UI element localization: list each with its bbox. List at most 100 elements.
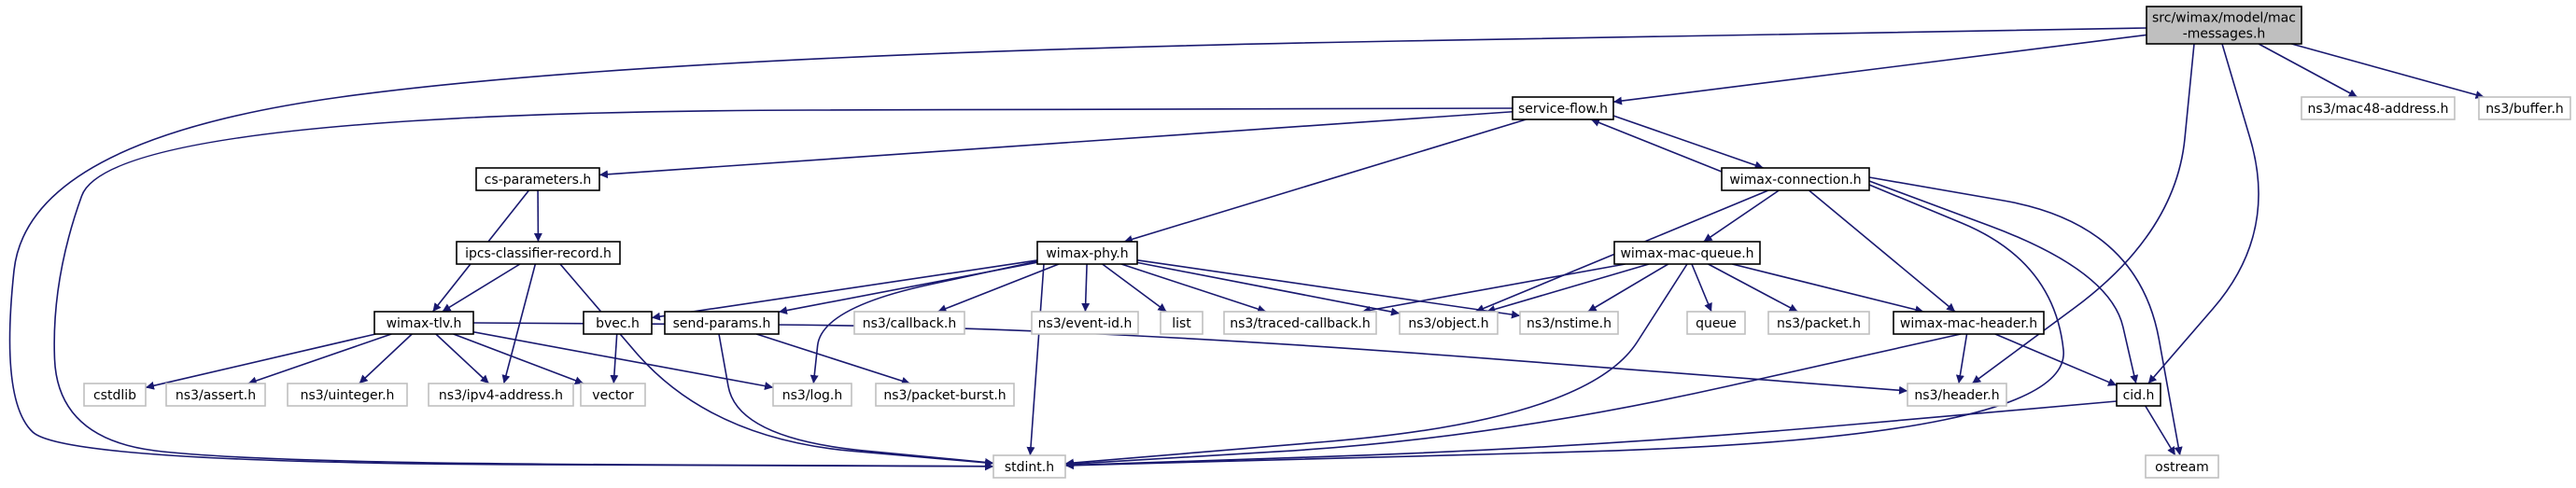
edge-wimax_conn-to-wimax_mac_header bbox=[1808, 189, 1956, 313]
node-box bbox=[580, 383, 646, 407]
edge-wimax_mac_queue-to-object bbox=[1486, 263, 1650, 314]
node-box bbox=[83, 383, 147, 407]
edge-wimax_phy-to-bvec bbox=[651, 259, 1038, 321]
edge-wimax_conn-to-stdint bbox=[1064, 184, 2064, 470]
edge-wimax_tlv-to-log bbox=[472, 331, 774, 391]
node-label: ns3/log.h bbox=[782, 388, 842, 403]
edge-wimax_tlv-to-uinteger bbox=[359, 333, 413, 384]
node-label: ns3/callback.h bbox=[863, 316, 956, 331]
node-label: bvec.h bbox=[596, 316, 640, 331]
node-box bbox=[1031, 311, 1139, 335]
node-label: -messages.h bbox=[2183, 27, 2266, 42]
edge-wimax_mac_header-to-header bbox=[1955, 333, 1968, 384]
node-root[interactable]: src/wimax/model/mac-messages.h bbox=[2146, 6, 2302, 45]
node-buffer: ns3/buffer.h bbox=[2478, 96, 2571, 120]
node-label: wimax-tlv.h bbox=[387, 316, 462, 331]
edge-root-to-service_flow bbox=[1612, 34, 2147, 105]
node-label: cid.h bbox=[2123, 388, 2155, 403]
edge-wimax_tlv-to-ipv4 bbox=[435, 333, 490, 384]
node-ipcs[interactable]: ipcs-classifier-record.h bbox=[456, 241, 621, 265]
edge-wimax_phy-to-list bbox=[1102, 263, 1167, 313]
node-wimax-phy[interactable]: wimax-phy.h bbox=[1036, 241, 1138, 265]
node-box bbox=[2145, 454, 2219, 479]
edge-wimax_phy-to-traced_callback bbox=[1120, 263, 1267, 314]
node-traced-callback: ns3/traced-callback.h bbox=[1223, 311, 1377, 335]
node-label: ns3/header.h bbox=[1914, 388, 1999, 403]
edge-wimax_phy-to-event_id bbox=[1081, 263, 1091, 313]
edge-service_flow-to-wimax_phy bbox=[1123, 119, 1527, 244]
node-label: ns3/ipv4-address.h bbox=[439, 388, 563, 403]
edge-wimax_mac_header-to-cid bbox=[1994, 333, 2118, 386]
node-label: list bbox=[1172, 316, 1191, 331]
node-label: wimax-phy.h bbox=[1046, 246, 1128, 261]
node-label: ns3/packet.h bbox=[1777, 316, 1861, 331]
node-label: wimax-connection.h bbox=[1729, 173, 1861, 188]
edge-wimax_conn-to-service_flow bbox=[1590, 119, 1723, 173]
nodes-layer: src/wimax/model/mac-messages.h service-fl… bbox=[83, 6, 2571, 479]
node-box bbox=[373, 311, 474, 335]
node-wimax-mac-queue[interactable]: wimax-mac-queue.h bbox=[1613, 241, 1761, 265]
node-wimax-mac-header[interactable]: wimax-mac-header.h bbox=[1893, 311, 2045, 335]
node-box bbox=[2478, 96, 2571, 120]
node-ipv4: ns3/ipv4-address.h bbox=[428, 383, 574, 407]
edge-root-to-cid bbox=[2147, 43, 2259, 384]
node-label: wimax-mac-queue.h bbox=[1620, 246, 1753, 261]
node-mac48: ns3/mac48-address.h bbox=[2301, 96, 2456, 120]
node-box bbox=[165, 383, 266, 407]
node-uinteger: ns3/uinteger.h bbox=[287, 383, 408, 407]
node-label: cstdlib bbox=[93, 388, 136, 403]
node-box bbox=[875, 383, 1015, 407]
node-box bbox=[1613, 241, 1761, 265]
node-bvec[interactable]: bvec.h bbox=[583, 311, 653, 335]
edge-wimax_mac_queue-to-nstime bbox=[1587, 263, 1669, 313]
node-label: service-flow.h bbox=[1518, 102, 1608, 117]
edge-wimax_phy-to-stdint bbox=[1026, 263, 1045, 456]
edge-service_flow-to-wimax_conn bbox=[1612, 115, 1764, 170]
edge-wimax_mac_queue-to-queue bbox=[1691, 263, 1712, 313]
node-cs-params[interactable]: cs-parameters.h bbox=[475, 167, 600, 191]
node-list: list bbox=[1160, 311, 1204, 335]
node-vector: vector bbox=[580, 383, 646, 407]
edge-service_flow-to-stdint bbox=[53, 107, 1513, 471]
node-wimax-conn[interactable]: wimax-connection.h bbox=[1721, 167, 1870, 191]
edge-wimax_conn-to-cid bbox=[1868, 180, 2139, 384]
node-box bbox=[853, 311, 965, 335]
node-box bbox=[1907, 383, 2007, 407]
node-packet-burst: ns3/packet-burst.h bbox=[875, 383, 1015, 407]
node-log: ns3/log.h bbox=[772, 383, 852, 407]
node-box bbox=[1686, 311, 1746, 335]
node-box bbox=[1721, 167, 1870, 191]
edge-send_params-to-packet_burst bbox=[756, 333, 910, 385]
node-send-params[interactable]: send-params.h bbox=[664, 311, 780, 335]
node-wimax-tlv[interactable]: wimax-tlv.h bbox=[373, 311, 474, 335]
edge-wimax_tlv-to-assert bbox=[247, 333, 392, 385]
node-label: src/wimax/model/mac bbox=[2152, 11, 2296, 26]
node-ostream: ostream bbox=[2145, 454, 2219, 479]
node-box bbox=[1160, 311, 1204, 335]
node-label: send-params.h bbox=[673, 316, 771, 331]
node-assert: ns3/assert.h bbox=[165, 383, 266, 407]
node-header: ns3/header.h bbox=[1907, 383, 2007, 407]
node-cstdlib: cstdlib bbox=[83, 383, 147, 407]
node-service-flow[interactable]: service-flow.h bbox=[1512, 96, 1614, 120]
edge-wimax_mac_queue-to-stdint bbox=[1064, 263, 1688, 467]
node-box bbox=[475, 167, 600, 191]
node-label: ostream bbox=[2155, 460, 2209, 475]
edge-wimax_conn-to-ostream bbox=[1868, 176, 2183, 456]
node-box bbox=[1399, 311, 1499, 335]
node-callback: ns3/callback.h bbox=[853, 311, 965, 335]
node-box bbox=[1519, 311, 1619, 335]
edge-root-to-mac48 bbox=[2258, 43, 2358, 98]
node-box bbox=[1036, 241, 1138, 265]
node-object: ns3/object.h bbox=[1399, 311, 1499, 335]
node-label: ns3/mac48-address.h bbox=[2308, 102, 2449, 117]
node-label: ns3/uinteger.h bbox=[301, 388, 395, 403]
node-label: ns3/traced-callback.h bbox=[1230, 316, 1371, 331]
node-cid[interactable]: cid.h bbox=[2116, 383, 2161, 407]
node-label: ns3/assert.h bbox=[176, 388, 256, 403]
node-label: cs-parameters.h bbox=[485, 173, 592, 188]
node-box bbox=[1893, 311, 2045, 335]
edge-root-to-header bbox=[1971, 43, 2195, 384]
node-label: vector bbox=[592, 388, 634, 403]
